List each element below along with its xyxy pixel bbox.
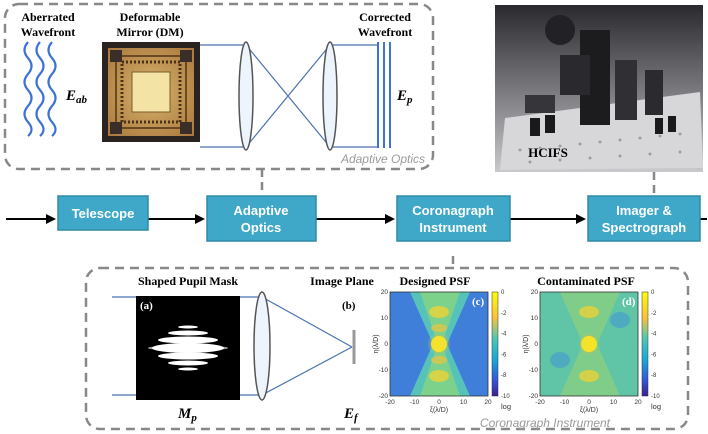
e-p-symbol: Ep [396, 88, 413, 106]
e-ab-symbol: Eab [65, 88, 88, 106]
contaminated-cbar-tick: -4 [651, 332, 657, 338]
ao-beam-lines [200, 44, 378, 148]
designed-xtick: -20 [385, 399, 395, 406]
contaminated-cbar-tick: -6 [651, 352, 657, 358]
designed-ylabel: η(λ/D) [373, 334, 380, 353]
designed-ytick: 10 [381, 315, 389, 322]
coro-lens [253, 291, 271, 401]
dashed-connectors [260, 169, 656, 268]
designed-xtick: 10 [460, 399, 468, 406]
contaminated-ytick: 10 [531, 315, 539, 322]
corrected-label-line1: Corrected [359, 10, 411, 24]
designed-ytick: -20 [379, 393, 389, 400]
contaminated-xtick: 20 [634, 399, 642, 406]
designed-cbar-tick: -2 [501, 311, 507, 317]
adaptive-optics-box: Adaptive Optics [206, 195, 317, 242]
contaminated-xlabel: ξ(λ/D) [580, 407, 598, 414]
designed-ytick: 20 [381, 289, 389, 296]
ao-panel-border [3, 2, 435, 171]
m-p-symbol: Mp [177, 406, 197, 424]
designed-xlabel: ξ(λ/D) [430, 407, 448, 414]
imager-spectrograph-box: Imager & Spectrograph [587, 195, 701, 242]
contaminated-ytick: -10 [529, 367, 539, 374]
coro-panel-border [84, 266, 690, 431]
contaminated-ylabel: η(λ/D) [523, 334, 530, 353]
contaminated-cbar-tick: -2 [651, 311, 657, 317]
contaminated-xtick: -10 [560, 399, 570, 406]
designed-cbar-tick: -4 [501, 332, 507, 338]
designed-cbar-label: log [501, 402, 511, 411]
contaminated-xtick: -20 [535, 399, 545, 406]
designed-xtick: 0 [437, 399, 441, 406]
dm-label-line1: Deformable [120, 10, 181, 24]
designed-cbar-tick: -8 [501, 373, 507, 379]
ao-lens-1 [238, 41, 254, 151]
telescope-box: Telescope [57, 195, 149, 231]
contaminated-psf-label: Contaminated PSF [537, 274, 635, 288]
hcifs-photo-label: HCIFS [528, 145, 568, 160]
designed-ytick: 0 [384, 341, 388, 348]
aberrated-wavefront-lines [23, 41, 57, 137]
designed-cbar-tick: 0 [501, 290, 505, 296]
designed-cbar-tick: -10 [501, 394, 510, 400]
imager-box-line1: Imager & [616, 203, 672, 218]
designed-psf-label: Designed PSF [399, 274, 470, 288]
aberrated-label-line1: Aberrated [21, 10, 75, 24]
designed-xtick: 20 [484, 399, 492, 406]
designed-cbar-tick: -6 [501, 352, 507, 358]
contaminated-ytick: 20 [531, 289, 539, 296]
tag-a: (a) [140, 300, 153, 312]
coronagraph-box: Coronagraph Instrument [396, 195, 511, 242]
ao-panel-label: Adaptive Optics [340, 152, 425, 166]
contaminated-cbar-label: log [651, 402, 661, 411]
tag-b: (b) [342, 300, 356, 312]
contaminated-cbar-tick: -10 [651, 394, 660, 400]
tag-d: (d) [622, 296, 636, 308]
designed-ytick: -10 [379, 367, 389, 374]
coro-panel-label: Coronagraph Instrument [480, 416, 611, 430]
designed-xtick: -10 [410, 399, 420, 406]
corrected-wavefront-lines [377, 42, 391, 148]
ao-box-line1: Adaptive [234, 203, 289, 218]
aberrated-label-line2: Wavefront [21, 25, 75, 39]
shaped-pupil-label: Shaped Pupil Mask [138, 274, 238, 288]
hcifs-photo [495, 5, 703, 172]
dm-label-line2: Mirror (DM) [116, 25, 183, 39]
telescope-label: Telescope [72, 206, 135, 221]
coro-box-line1: Coronagraph [412, 203, 494, 218]
contaminated-psf-plot [539, 291, 649, 397]
imager-box-line2: Spectrograph [602, 220, 687, 235]
ao-box-line2: Optics [241, 220, 281, 235]
e-f-symbol: Ef [343, 406, 359, 424]
contaminated-xtick: 0 [587, 399, 591, 406]
contaminated-ytick: 0 [534, 341, 538, 348]
coro-box-line2: Instrument [419, 220, 487, 235]
deformable-mirror-image [102, 42, 200, 142]
contaminated-cbar-tick: 0 [651, 290, 655, 296]
contaminated-ytick: -20 [529, 393, 539, 400]
corrected-label-line2: Wavefront [358, 25, 412, 39]
designed-psf-plot [389, 291, 499, 397]
image-plane-label: Image Plane [310, 274, 374, 288]
contaminated-cbar-tick: -8 [651, 373, 657, 379]
ao-lens-2 [322, 41, 338, 151]
tag-c: (c) [472, 296, 485, 308]
shaped-pupil-mask-image [136, 296, 240, 400]
contaminated-xtick: 10 [610, 399, 618, 406]
